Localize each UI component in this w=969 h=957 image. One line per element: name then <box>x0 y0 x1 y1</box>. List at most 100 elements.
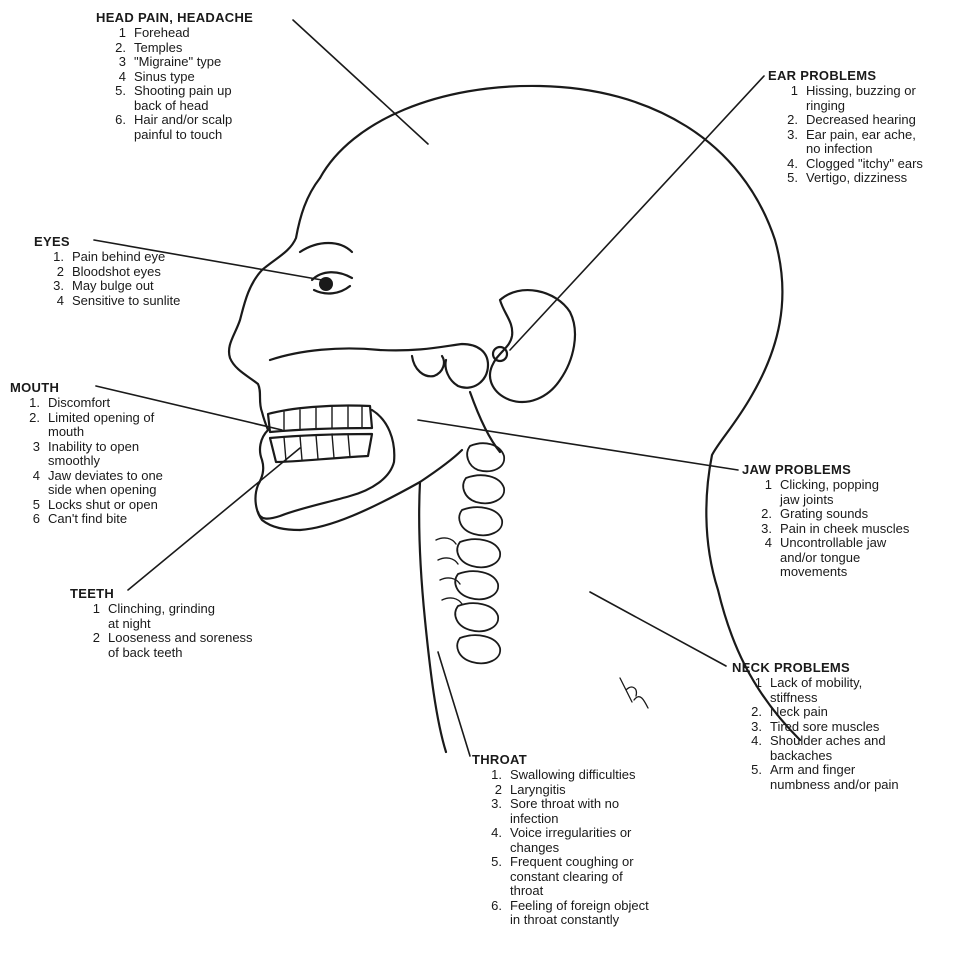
list-item: 5.Arm and finger numbness and/or pain <box>732 763 899 792</box>
leader-jaw <box>418 420 738 470</box>
mouth-list: 1.Discomfort 2.Limited opening of mouth … <box>10 396 163 527</box>
list-item: 5.Vertigo, dizziness <box>768 171 923 186</box>
teeth-group: TEETH 1 Clinching, grinding at night 2 Loo… <box>70 586 253 660</box>
item-text: "Migraine" type <box>134 55 221 70</box>
list-item: 1.Pain behind eye <box>34 250 180 265</box>
item-text: May bulge out <box>72 279 154 294</box>
item-number: 1 <box>732 676 762 705</box>
mandible <box>258 410 394 519</box>
item-text: Ear pain, ear ache, no infection <box>806 128 916 157</box>
jaw-line <box>300 450 462 530</box>
leader-head-pain <box>293 20 428 144</box>
item-number: 3. <box>768 128 798 157</box>
item-text: Limited opening of mouth <box>48 411 154 440</box>
list-item: 3. Tired sore muscles <box>732 720 899 735</box>
item-text: Uncontrollable jaw and/or tongue movemen… <box>780 536 886 580</box>
list-item: 6.Feeling of foreign object in throat co… <box>472 899 649 928</box>
list-item: 1.Discomfort <box>10 396 163 411</box>
item-number: 1 <box>742 478 772 507</box>
item-text: Lack of mobility, stiffness <box>770 676 862 705</box>
item-text: Shoulder aches and backaches <box>770 734 886 763</box>
item-text: Shooting pain up back of head <box>134 84 232 113</box>
item-number: 1 <box>768 84 798 113</box>
item-text: Inability to open smoothly <box>48 440 139 469</box>
item-text: Bloodshot eyes <box>72 265 161 280</box>
item-text: Voice irregularities or changes <box>510 826 631 855</box>
mouth-group: MOUTH 1.Discomfort 2.Limited opening of … <box>10 380 163 527</box>
leader-neck <box>590 592 726 666</box>
list-item: 2. Grating sounds <box>742 507 909 522</box>
list-item: 1 Clinching, grinding at night <box>70 602 253 631</box>
neck-front <box>419 482 446 752</box>
list-item: 2.Neck pain <box>732 705 899 720</box>
item-number: 1 <box>96 26 126 41</box>
item-text: Locks shut or open <box>48 498 158 513</box>
jaw-problems-heading: JAW PROBLEMS <box>742 462 909 478</box>
item-text: Vertigo, dizziness <box>806 171 907 186</box>
ear <box>490 290 575 402</box>
item-number: 2. <box>742 507 772 522</box>
list-item: 2.Temples <box>96 41 253 56</box>
item-number: 5. <box>96 84 126 113</box>
list-item: 6. Hair and/or scalp painful to touch <box>96 113 253 142</box>
item-text: Swallowing difficulties <box>510 768 636 783</box>
throat-list: 1.Swallowing difficulties 2Laryngitis 3.… <box>472 768 649 928</box>
item-text: Arm and finger numbness and/or pain <box>770 763 899 792</box>
item-text: Hair and/or scalp painful to touch <box>134 113 232 142</box>
list-item: 4 Sensitive to sunlite <box>34 294 180 309</box>
item-text: Sore throat with no infection <box>510 797 619 826</box>
item-number: 2 <box>472 783 502 798</box>
item-number: 4. <box>472 826 502 855</box>
item-number: 2. <box>96 41 126 56</box>
teeth-heading: TEETH <box>70 586 253 602</box>
cervical-spine <box>455 443 504 663</box>
item-text: Tired sore muscles <box>770 720 879 735</box>
item-text: Grating sounds <box>780 507 868 522</box>
item-number: 3. <box>34 279 64 294</box>
item-number: 3 <box>10 440 40 469</box>
item-number: 3. <box>732 720 762 735</box>
item-number: 4 <box>34 294 64 309</box>
item-text: Sensitive to sunlite <box>72 294 180 309</box>
item-text: Can't find bite <box>48 512 127 527</box>
list-item: 5. Shooting pain up back of head <box>96 84 253 113</box>
jaw-problems-group: JAW PROBLEMS 1 Clicking, popping jaw join… <box>742 462 909 580</box>
list-item: 1 Clicking, popping jaw joints <box>742 478 909 507</box>
head-pain-heading: HEAD PAIN, HEADACHE <box>96 10 253 26</box>
list-item: 3. Ear pain, ear ache, no infection <box>768 128 923 157</box>
list-item: 5.Frequent coughing or constant clearing… <box>472 855 649 899</box>
item-text: Looseness and soreness of back teeth <box>108 631 253 660</box>
face-profile <box>229 178 320 530</box>
item-number: 1. <box>10 396 40 411</box>
neck-problems-list: 1 Lack of mobility, stiffness 2.Neck pain… <box>732 676 899 792</box>
item-number: 5. <box>472 855 502 899</box>
item-text: Frequent coughing or constant clearing o… <box>510 855 634 899</box>
item-text: Pain behind eye <box>72 250 165 265</box>
item-number: 4 <box>742 536 772 580</box>
item-number: 2 <box>70 631 100 660</box>
ear-problems-heading: EAR PROBLEMS <box>768 68 923 84</box>
item-text: Hissing, buzzing or ringing <box>806 84 916 113</box>
item-number: 6. <box>96 113 126 142</box>
ear-problems-group: EAR PROBLEMS 1 Hissing, buzzing or ringin… <box>768 68 923 186</box>
item-text: Clogged "itchy" ears <box>806 157 923 172</box>
item-text: Clinching, grinding at night <box>108 602 215 631</box>
eyes-list: 1.Pain behind eye 2Bloodshot eyes 3.May … <box>34 250 180 308</box>
item-text: Clicking, popping jaw joints <box>780 478 879 507</box>
item-text: Pain in cheek muscles <box>780 522 909 537</box>
list-item: 4.Shoulder aches and backaches <box>732 734 899 763</box>
item-number: 5 <box>10 498 40 513</box>
leader-ear <box>510 76 764 350</box>
item-number: 6. <box>472 899 502 928</box>
item-number: 6 <box>10 512 40 527</box>
item-number: 1 <box>70 602 100 631</box>
item-number: 2. <box>10 411 40 440</box>
